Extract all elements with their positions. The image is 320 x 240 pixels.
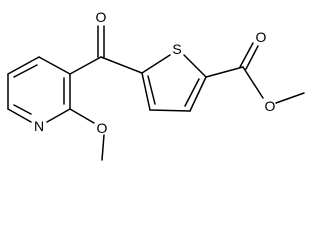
bond-o-methyl xyxy=(101,134,105,161)
thiophene-sulfur-label: S xyxy=(172,41,181,57)
bond-ester-c-o-double-2 xyxy=(245,45,259,70)
bond-thio-c3-c2-inner xyxy=(147,75,156,105)
bond-pyr-n-c2 xyxy=(46,108,71,123)
bond-lines xyxy=(7,25,305,161)
bond-pyr-c2-o xyxy=(69,108,95,124)
bond-pyr-c3-c4 xyxy=(38,56,71,75)
bond-ester-c-o-single xyxy=(242,66,264,99)
ester-carbonyl-oxygen-label: O xyxy=(256,29,267,45)
bond-thio-c3-c2 xyxy=(141,72,151,111)
bond-pyr-c4-c5 xyxy=(7,56,40,75)
bond-thio-s-c5 xyxy=(183,54,207,78)
carbonyl-oxygen-label: O xyxy=(96,9,107,25)
bond-thio-c5-c4-inner xyxy=(184,78,200,107)
bond-carbonyl-thiophene xyxy=(100,56,143,74)
bond-ester-o-methyl xyxy=(275,92,305,104)
bond-pyr-c3-carbonyl xyxy=(69,56,102,75)
atom-labels: O S N O O O xyxy=(34,9,276,136)
bond-pyr-c6-n-inner xyxy=(13,104,32,115)
structure-diagram: O S N O O O xyxy=(7,9,305,161)
bond-ester-c-o-double-1 xyxy=(239,42,254,68)
bond-pyr-c4-c5-inner xyxy=(13,64,38,78)
bond-thiophene-ester-c xyxy=(205,66,244,78)
pyridine-nitrogen-label: N xyxy=(34,118,44,134)
bond-thio-c4-c3 xyxy=(149,109,191,112)
ester-ether-oxygen-label: O xyxy=(265,98,276,114)
methoxy-oxygen-label: O xyxy=(97,120,108,136)
bond-thio-c5-c4 xyxy=(189,76,207,112)
bond-pyr-c6-n xyxy=(7,108,32,123)
bond-thio-c2-s xyxy=(141,54,171,74)
